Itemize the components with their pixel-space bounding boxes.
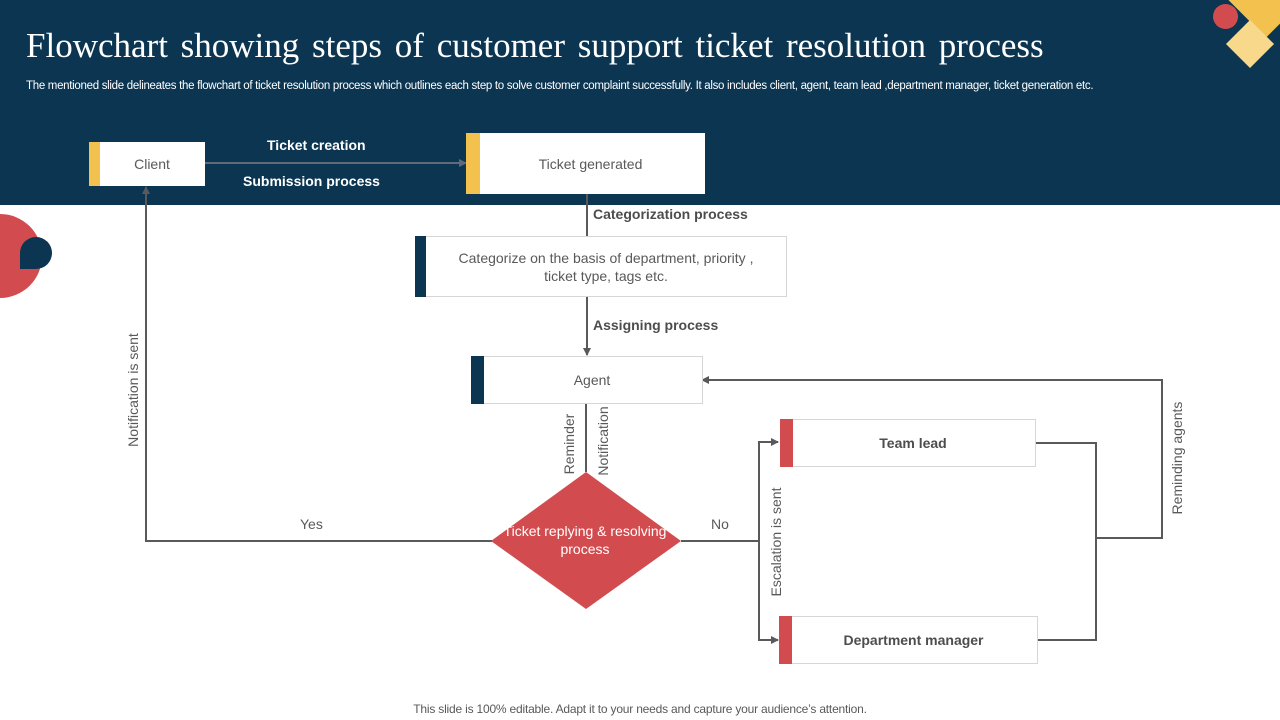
node-agent[interactable]: Agent [471,356,703,404]
node-ticket-generated[interactable]: Ticket generated [466,133,705,194]
label-escalation-is-sent: Escalation is sent [768,487,784,597]
node-team-lead[interactable]: Team lead [780,419,1036,467]
edge-escalation-team-lead [758,438,779,541]
node-client[interactable]: Client [89,142,205,186]
node-categorize[interactable]: Categorize on the basis of department, p… [415,236,787,297]
edge-reminding-agents [701,376,1163,539]
page-subtitle: The mentioned slide delineates the flowc… [26,80,1094,92]
label-reminding-agents: Reminding agents [1169,401,1185,515]
label-submission-process: Submission process [243,173,380,189]
label-ticket-creation: Ticket creation [267,137,366,153]
edge-team-lead-out [1036,442,1097,641]
label-reminder: Reminder [561,413,577,475]
label-no: No [711,516,729,532]
decorative-navy-drop [20,237,52,269]
node-accent-bar [89,142,100,186]
decision-diamond [491,472,681,609]
page-title: Flowchart showing steps of customer supp… [26,26,1044,65]
decorative-red-circle [1213,4,1238,29]
node-decision-label: Ticket replying & resolving process [503,523,667,557]
label-assigning-process: Assigning process [593,317,719,333]
node-categorize-label: Categorize on the basis of department, p… [458,249,754,284]
node-accent-bar [466,133,480,194]
node-team-lead-label: Team lead [879,435,947,451]
label-notification-is-sent: Notification is sent [125,333,141,447]
node-agent-label: Agent [573,372,611,388]
label-notification: Notification [595,406,611,476]
label-categorization-process: Categorization process [593,206,748,222]
node-accent-bar [779,616,792,664]
node-accent-bar [471,356,484,404]
node-department-manager-label: Department manager [843,632,984,648]
edge-escalation-dept-manager [758,541,779,644]
node-accent-bar [415,236,426,297]
node-client-label: Client [134,156,170,172]
footer-note: This slide is 100% editable. Adapt it to… [413,702,867,716]
node-accent-bar [780,419,793,467]
label-yes: Yes [300,516,323,532]
node-ticket-generated-label: Ticket generated [538,155,643,172]
edge-yes-to-client [142,186,492,542]
node-department-manager[interactable]: Department manager [779,616,1038,664]
